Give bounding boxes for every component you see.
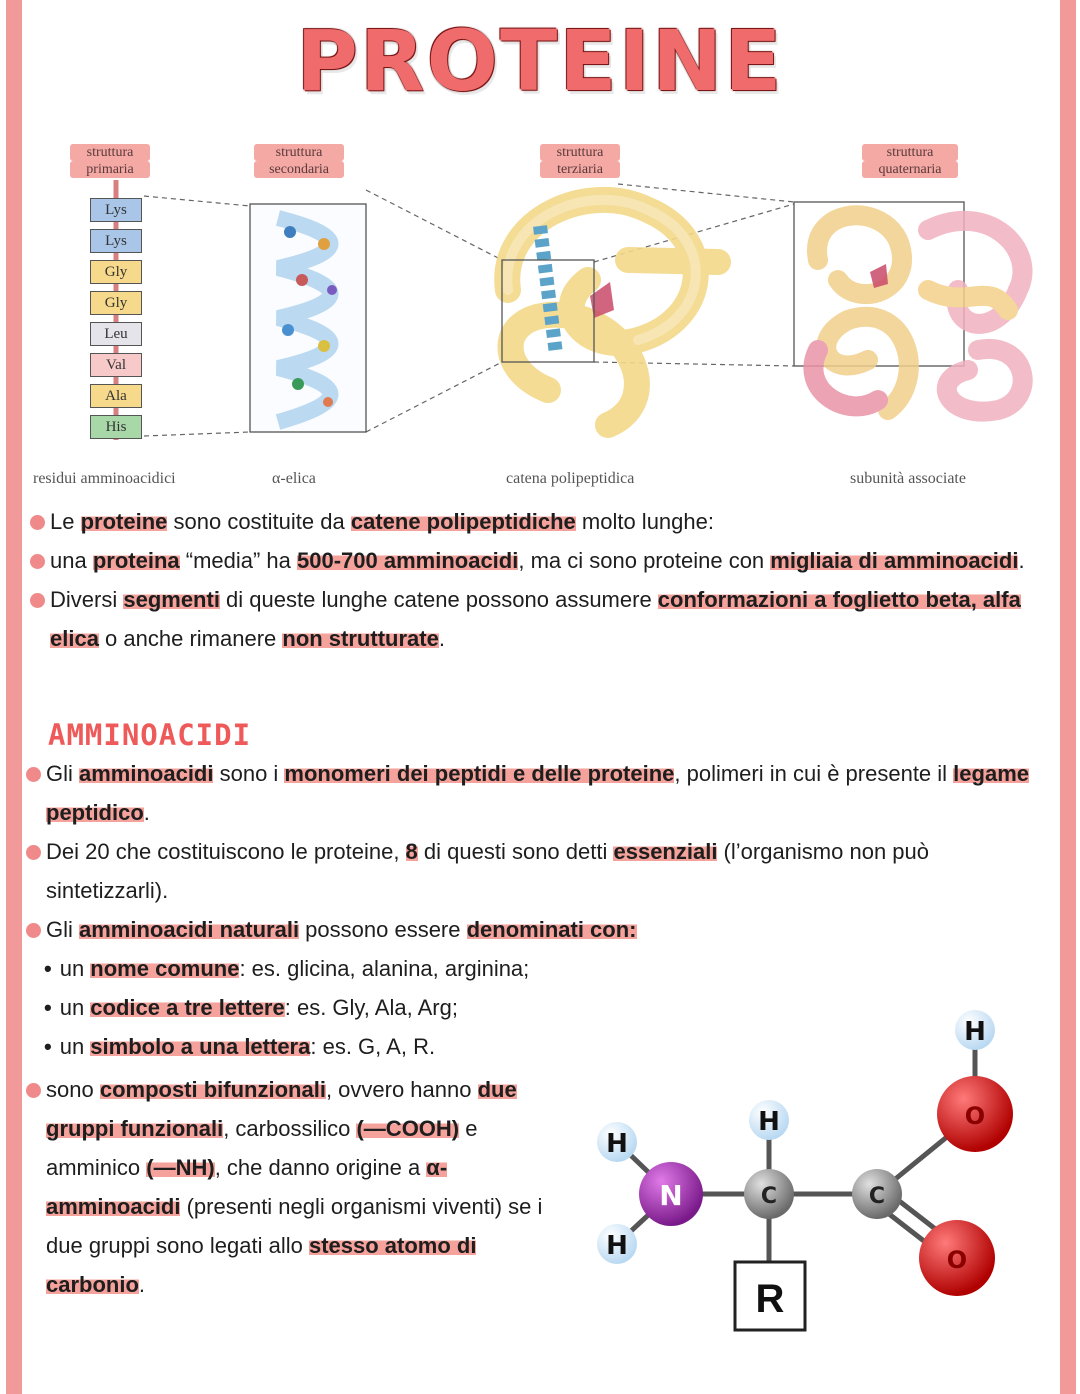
bifunctional-note: sono composti bifunzionali, ovvero hanno… bbox=[26, 1070, 566, 1304]
hydrogen-atom: H bbox=[749, 1100, 789, 1140]
list-item: •un nome comune: es. glicina, alanina, a… bbox=[44, 956, 530, 981]
caption-quaternary: subunità associate bbox=[850, 470, 966, 487]
hydrogen-atom: H bbox=[597, 1224, 637, 1264]
page-border-left bbox=[6, 0, 22, 1394]
residue-box: Ala bbox=[90, 384, 142, 408]
svg-text:O: O bbox=[965, 1102, 985, 1130]
residue-box: Val bbox=[90, 353, 142, 377]
intro-notes: Le proteine sono costituite da catene po… bbox=[30, 502, 1040, 658]
page-border-right bbox=[1060, 0, 1076, 1394]
residue-box: His bbox=[90, 415, 142, 439]
svg-text:H: H bbox=[606, 1129, 628, 1159]
svg-text:N: N bbox=[659, 1179, 682, 1212]
section-title-amminoacidi: AMMINOACIDI bbox=[48, 718, 252, 752]
svg-text:H: H bbox=[758, 1107, 780, 1137]
svg-text:H: H bbox=[964, 1017, 986, 1047]
list-item: •un simbolo a una lettera: es. G, A, R. bbox=[44, 1034, 436, 1059]
note-item: una proteina “media” ha 500-700 amminoac… bbox=[30, 541, 1040, 580]
bullet-dot bbox=[26, 767, 41, 782]
residue-box: Lys bbox=[90, 198, 142, 222]
note-item: Diversi segmenti di queste lunghe catene… bbox=[30, 580, 1040, 658]
bullet-dot bbox=[26, 1083, 41, 1098]
note-item: Dei 20 che costituiscono le proteine, 8 … bbox=[26, 832, 1040, 910]
note-item: Gli amminoacidi sono i monomeri dei pept… bbox=[26, 754, 1040, 832]
structure-drawing bbox=[113, 180, 1033, 440]
bullet-dot bbox=[30, 593, 45, 608]
residue-box: Lys bbox=[90, 229, 142, 253]
svg-text:C: C bbox=[869, 1184, 885, 1209]
carbon-atom: C bbox=[852, 1169, 902, 1219]
list-item: •un codice a tre lettere: es. Gly, Ala, … bbox=[44, 995, 458, 1020]
amino-acid-molecule: R H H H H N C C O O bbox=[597, 1010, 1013, 1332]
residue-box: Leu bbox=[90, 322, 142, 346]
nitrogen-atom: N bbox=[639, 1162, 703, 1226]
residue-box: Gly bbox=[90, 260, 142, 284]
caption-secondary: α-elica bbox=[272, 470, 316, 487]
oxygen-atom: O bbox=[919, 1220, 995, 1296]
carbon-atom: C bbox=[744, 1169, 794, 1219]
bullet-dot bbox=[30, 554, 45, 569]
bullet-dot bbox=[26, 845, 41, 860]
bullet-dot bbox=[26, 923, 41, 938]
hydrogen-atom: H bbox=[597, 1122, 637, 1162]
caption-tertiary: catena polipeptidica bbox=[506, 470, 635, 487]
svg-text:O: O bbox=[947, 1246, 967, 1274]
caption-primary: residui amminoacidici bbox=[33, 470, 176, 487]
bullet-dot bbox=[30, 515, 45, 530]
amino-notes: Gli amminoacidi sono i monomeri dei pept… bbox=[26, 754, 1040, 1066]
r-group-label: R bbox=[756, 1277, 785, 1321]
svg-text:C: C bbox=[761, 1184, 777, 1209]
note-item: Gli amminoacidi naturali possono essere … bbox=[26, 910, 1040, 949]
svg-text:H: H bbox=[606, 1231, 628, 1261]
hydrogen-atom: H bbox=[955, 1010, 995, 1050]
page-title: PROTEINE bbox=[296, 12, 784, 110]
residue-box: Gly bbox=[90, 291, 142, 315]
primary-sequence: Lys Lys Gly Gly Leu Val Ala His bbox=[90, 198, 142, 446]
oxygen-atom: O bbox=[937, 1076, 1013, 1152]
note-item: Le proteine sono costituite da catene po… bbox=[30, 502, 1040, 541]
